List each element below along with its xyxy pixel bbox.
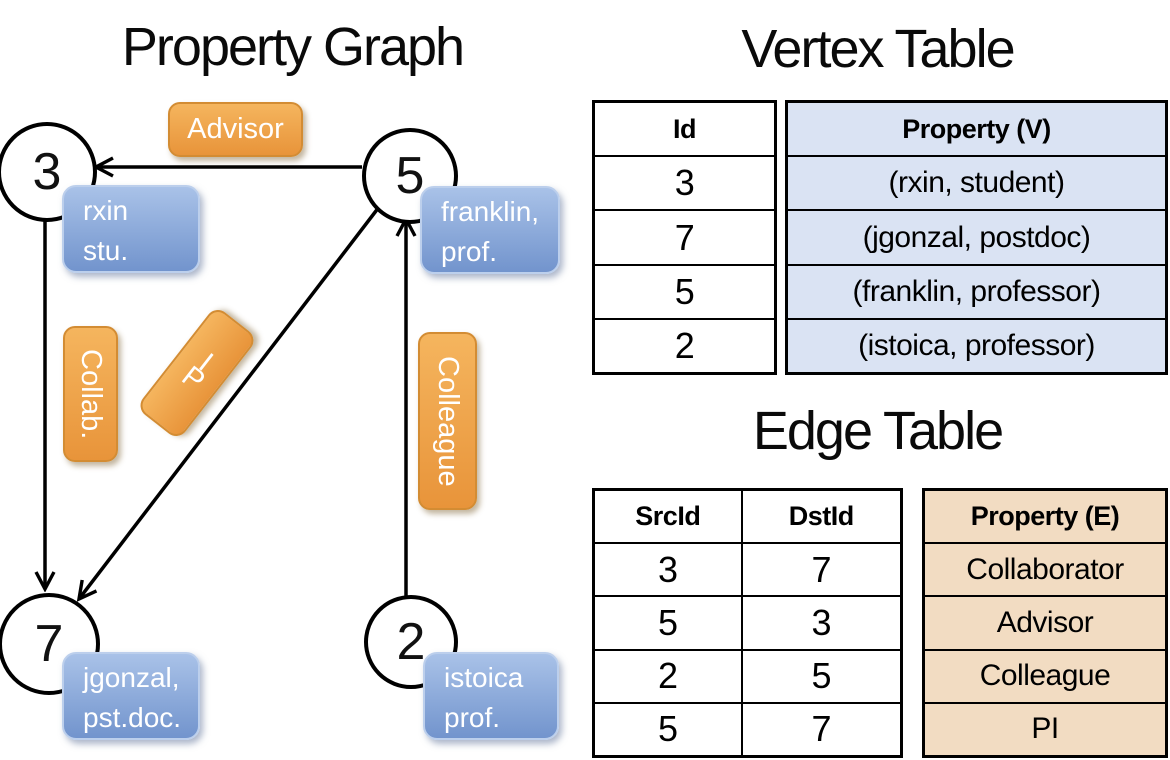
edge-line-5-7 (79, 205, 381, 599)
edge-table-dstid-column: DstId 7 3 5 7 (740, 491, 900, 755)
edge-srcid-cell: 2 (595, 648, 741, 702)
vertex-table-property-column: Property (V) (rxin, student) (jgonzal, p… (785, 100, 1168, 375)
vertex-id-cell: 7 (595, 209, 774, 263)
vertex-property-box-rxin: rxin stu. (62, 185, 200, 273)
property-graph-title: Property Graph (121, 17, 465, 77)
vertex-property-line: franklin, (441, 196, 540, 227)
vertex-id-cell: 2 (595, 317, 774, 372)
edge-dstid-cell: 3 (742, 595, 900, 648)
vertex-property-line: pst.doc. (83, 702, 182, 734)
edge-table-srcid-column: SrcId 3 5 2 5 (595, 491, 741, 755)
graph-node-5: 5 (362, 128, 458, 224)
edge-property-cell: PI (925, 701, 1165, 755)
vertex-property-line: istoica (444, 662, 524, 693)
vertex-property-box-franklin: franklin, prof. (420, 186, 560, 274)
vertex-property-cell: (istoica, professor) (788, 317, 1165, 372)
vertex-property-cell: (rxin, student) (788, 155, 1165, 209)
edge-label-text: PI (175, 347, 219, 397)
edge-table-property-column: Property (E) Collaborator Advisor Collea… (922, 488, 1168, 758)
edge-dstid-cell: 7 (742, 542, 900, 595)
vertex-table-id-column: Id 3 7 5 2 (592, 100, 777, 375)
edge-table-title: Edge Table (752, 401, 1004, 461)
edge-table-id-columns: SrcId 3 5 2 5 DstId 7 3 5 7 (592, 488, 903, 758)
node-id-label: 2 (396, 613, 426, 671)
edge-label-advisor: Advisor (168, 102, 303, 157)
vertex-table-title: Vertex Table (741, 19, 1015, 79)
vertex-property-cell: (jgonzal, postdoc) (788, 209, 1165, 263)
node-id-label: 3 (32, 143, 62, 201)
vertex-property-cell: (franklin, professor) (788, 263, 1165, 318)
vertex-id-cell: 3 (595, 155, 774, 209)
edge-label-colleague: Colleague (418, 332, 477, 510)
edge-label-text: Colleague (432, 355, 464, 487)
edge-srcid-cell: 3 (595, 542, 741, 595)
vertex-property-line: prof. (441, 236, 498, 268)
node-id-label: 5 (395, 147, 425, 205)
vertex-property-line: jgonzal, (83, 662, 180, 693)
vertex-property-box-istoica: istoica prof. (423, 652, 559, 740)
edge-label-collab: Collab. (63, 326, 118, 462)
vertex-id-cell: 5 (595, 263, 774, 318)
edge-property-cell: Advisor (925, 595, 1165, 648)
edge-label-text: Collab. (75, 348, 107, 440)
vertex-property-line: rxin (83, 195, 129, 226)
graph-edges (0, 0, 585, 760)
vertex-property-line: prof. (444, 702, 501, 734)
graph-node-2: 2 (364, 595, 458, 689)
edge-srcid-cell: 5 (595, 595, 741, 648)
edge-dstid-cell: 7 (742, 701, 900, 755)
edge-label-text: Advisor (187, 113, 284, 145)
edge-dstid-cell: 5 (742, 648, 900, 702)
node-id-label: 7 (34, 615, 64, 673)
edge-property-cell: Colleague (925, 648, 1165, 702)
edge-property-header: Property (E) (970, 501, 1120, 532)
edge-dstid-header: DstId (788, 501, 855, 532)
vertex-property-header: Property (V) (902, 113, 1051, 144)
edge-srcid-header: SrcId (635, 501, 701, 532)
vertex-id-header: Id (673, 113, 697, 144)
vertex-property-line: stu. (83, 235, 129, 267)
vertex-property-box-jgonzal: jgonzal, pst.doc. (62, 652, 200, 740)
edge-srcid-cell: 5 (595, 701, 741, 755)
edge-property-cell: Collaborator (925, 542, 1165, 595)
